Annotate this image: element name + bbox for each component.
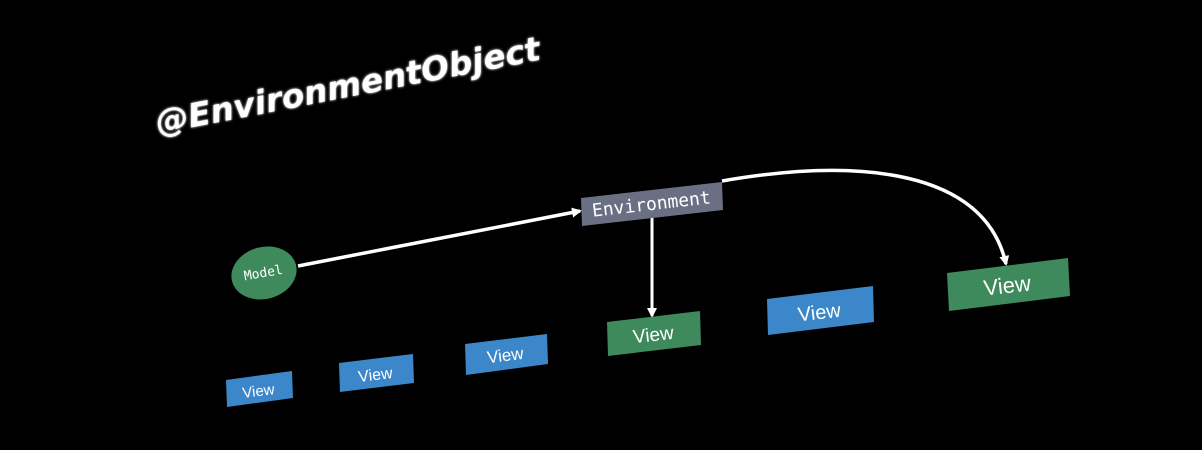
view-node: View — [767, 286, 874, 335]
view-box — [607, 311, 701, 356]
view-node: View — [607, 311, 701, 356]
view-node: View — [339, 354, 414, 392]
view-label: View — [241, 381, 275, 402]
view-label: View — [486, 344, 525, 367]
view-box — [947, 258, 1070, 311]
model-node: Model — [231, 246, 297, 300]
view-box — [339, 354, 414, 392]
view-box — [226, 371, 293, 407]
model-ellipse — [231, 246, 297, 300]
view-node: View — [465, 334, 548, 375]
environment-to-far-view-arrow — [721, 168, 1010, 266]
arrows — [297, 168, 1010, 318]
view-node: View — [947, 258, 1070, 311]
view-label: View — [632, 323, 675, 349]
view-label: View — [797, 300, 843, 327]
view-label: View — [357, 365, 394, 386]
slide-title: @EnvironmentObject — [152, 29, 544, 142]
model-label: Model — [243, 263, 284, 285]
view-label: View — [982, 270, 1032, 300]
environment-box — [581, 182, 723, 226]
view-box — [767, 286, 874, 335]
view-box — [465, 334, 548, 375]
model-to-environment-arrow — [297, 207, 582, 268]
view-nodes: View View View View View View — [226, 258, 1070, 407]
view-node: View — [226, 371, 293, 407]
